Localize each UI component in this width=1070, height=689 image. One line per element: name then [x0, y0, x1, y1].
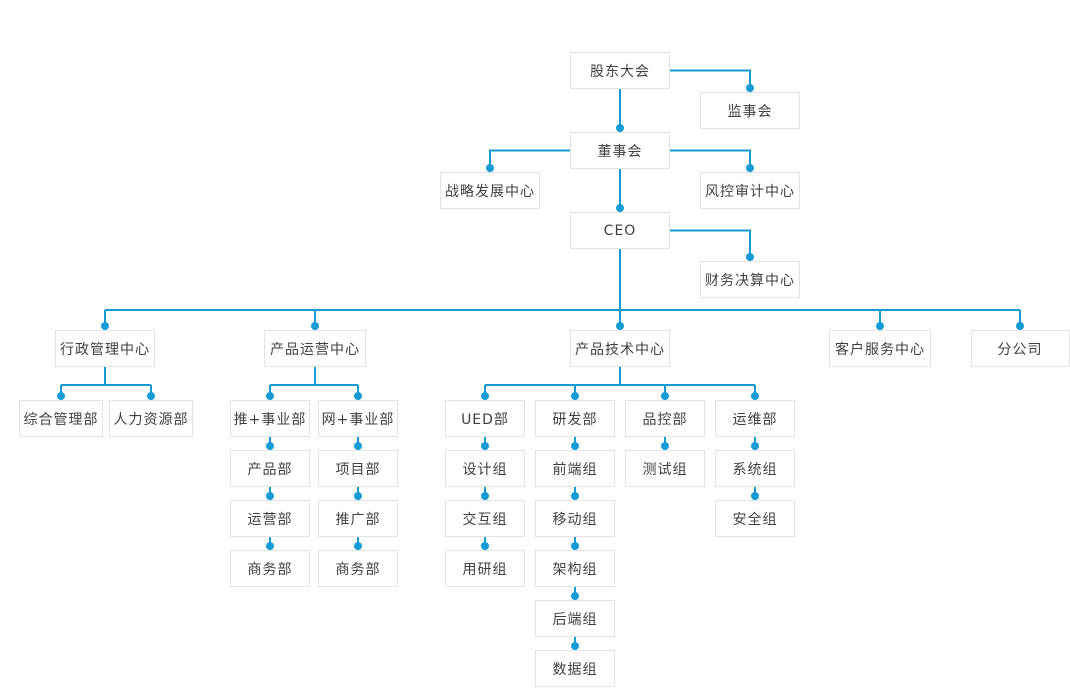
connector-dot: [481, 492, 489, 500]
connector-dot: [746, 164, 754, 172]
connector-dot: [101, 322, 109, 330]
connector-dot: [616, 204, 624, 212]
org-node-ued-dept: UED部: [445, 400, 525, 437]
connector-dot: [266, 492, 274, 500]
connector-dot: [354, 442, 362, 450]
org-node-risk-audit: 风控审计中心: [700, 172, 800, 209]
connector-line: [670, 69, 751, 92]
connector-line: [489, 149, 570, 172]
connector-dot: [751, 392, 759, 400]
connector-dot: [751, 442, 759, 450]
org-node-operation-center: 产品运营中心: [264, 330, 366, 367]
connector-dot: [616, 124, 624, 132]
org-node-ceo: CEO: [570, 212, 670, 249]
org-node-project-dept: 项目部: [318, 450, 398, 487]
org-node-design-group: 设计组: [445, 450, 525, 487]
connector-dot: [571, 542, 579, 550]
org-node-qc-dept: 品控部: [625, 400, 705, 437]
org-node-finance: 财务决算中心: [700, 261, 800, 298]
connector-dot: [571, 442, 579, 450]
connector-dot: [266, 392, 274, 400]
org-node-branch: 分公司: [970, 330, 1070, 367]
connector-dot: [481, 442, 489, 450]
connector-dot: [481, 542, 489, 550]
connector-dot: [571, 592, 579, 600]
connector-dot: [571, 492, 579, 500]
connector-line: [670, 149, 751, 172]
connector-dot: [661, 392, 669, 400]
connector-dot: [746, 253, 754, 261]
connector-dot: [571, 392, 579, 400]
org-node-strategy: 战略发展中心: [440, 172, 540, 209]
org-node-security-group: 安全组: [715, 500, 795, 537]
connector-dot: [147, 392, 155, 400]
org-node-service-center: 客户服务中心: [829, 330, 931, 367]
org-node-shareholders: 股东大会: [570, 52, 670, 89]
connector-dot: [266, 442, 274, 450]
org-node-product-dept: 产品部: [230, 450, 310, 487]
org-node-backend-group: 后端组: [535, 600, 615, 637]
org-node-general-dept: 综合管理部: [19, 400, 103, 437]
connector-dot: [311, 322, 319, 330]
org-node-promotion-dept: 推广部: [318, 500, 398, 537]
org-node-wang-division: 网+事业部: [318, 400, 398, 437]
org-node-board: 董事会: [570, 132, 670, 169]
org-node-mobile-group: 移动组: [535, 500, 615, 537]
connector-dot: [354, 392, 362, 400]
org-node-test-group: 测试组: [625, 450, 705, 487]
org-node-tech-center: 产品技术中心: [570, 330, 670, 367]
connector-dot: [751, 492, 759, 500]
connector-dot: [876, 322, 884, 330]
connector-dot: [354, 542, 362, 550]
connector-dot: [57, 392, 65, 400]
org-node-business-dept-1: 商务部: [230, 550, 310, 587]
connector-dot: [481, 392, 489, 400]
org-node-interaction-group: 交互组: [445, 500, 525, 537]
org-node-ops-dept: 运维部: [715, 400, 795, 437]
connector-dot: [1016, 322, 1024, 330]
connector-dot: [746, 84, 754, 92]
org-node-supervisors: 监事会: [700, 92, 800, 129]
connector-dot: [354, 492, 362, 500]
org-node-frontend-group: 前端组: [535, 450, 615, 487]
org-node-arch-group: 架构组: [535, 550, 615, 587]
org-node-data-group: 数据组: [535, 650, 615, 687]
connector-dot: [486, 164, 494, 172]
connector-dot: [571, 642, 579, 650]
connector-dot: [661, 442, 669, 450]
org-node-tui-division: 推+事业部: [230, 400, 310, 437]
org-node-business-dept-2: 商务部: [318, 550, 398, 587]
org-node-user-research-group: 用研组: [445, 550, 525, 587]
org-node-admin-center: 行政管理中心: [55, 330, 155, 367]
connector-dot: [266, 542, 274, 550]
org-node-rd-dept: 研发部: [535, 400, 615, 437]
org-node-hr-dept: 人力资源部: [109, 400, 193, 437]
connector-dot: [616, 322, 624, 330]
connector-line: [670, 229, 751, 261]
org-node-operation-dept: 运营部: [230, 500, 310, 537]
org-node-system-group: 系统组: [715, 450, 795, 487]
